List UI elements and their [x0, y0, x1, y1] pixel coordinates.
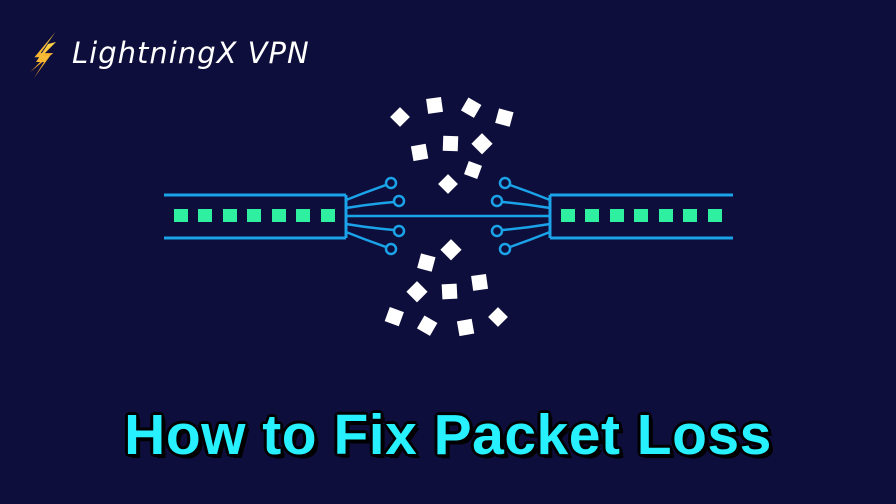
lightning-bolt-icon — [30, 32, 56, 78]
brand-name: LightningX VPN — [72, 35, 310, 70]
wires — [345, 176, 551, 256]
packets-top — [390, 96, 514, 194]
page-title: How to Fix Packet Loss — [124, 403, 772, 467]
brand-logo: LightningX VPN — [22, 26, 310, 80]
left-cable-lights — [174, 209, 335, 222]
packet-loss-illustration — [164, 96, 733, 337]
packets-bottom — [384, 239, 508, 337]
right-cable-lights — [561, 209, 722, 222]
